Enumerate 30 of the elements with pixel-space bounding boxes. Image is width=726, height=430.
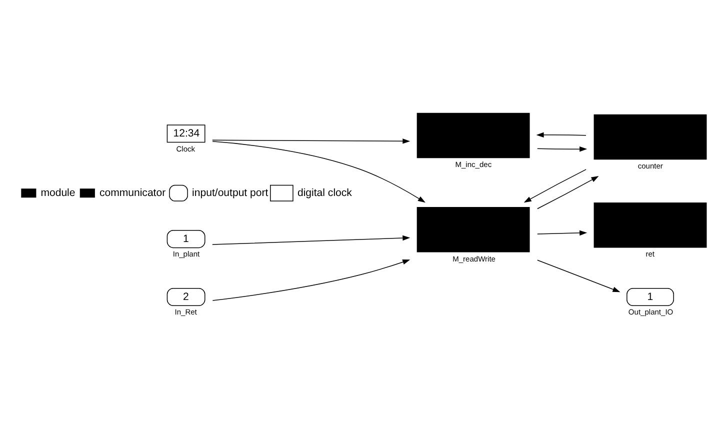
legend-label: communicator [99, 186, 166, 198]
legend-label: digital clock [297, 186, 352, 198]
arrow [212, 259, 410, 300]
node-box: 12:34 [166, 124, 206, 142]
node-box [594, 202, 707, 248]
node-box [416, 112, 530, 158]
node-box: 1 [626, 287, 674, 306]
node-label: In_plant [172, 249, 200, 258]
arrow [537, 230, 588, 236]
node-label: Clock [176, 144, 196, 153]
node-label: counter [638, 161, 663, 170]
arrow [537, 259, 620, 292]
legend-label: input/output port [192, 186, 268, 198]
node-box: 2 [166, 287, 206, 306]
legend-label: module [40, 186, 76, 198]
arrow [212, 138, 410, 144]
node-box [594, 114, 707, 160]
node-label: M_inc_dec [455, 160, 492, 169]
node-label: In_Ret [174, 307, 197, 316]
arrow [536, 132, 586, 138]
node-label: Out_plant_IO [628, 307, 674, 316]
arrow [537, 146, 588, 152]
node-box: 1 [166, 230, 206, 248]
node-label: M_readWrite [452, 254, 496, 263]
node-label: ret [646, 249, 655, 258]
node-box [416, 206, 530, 252]
arrow [524, 168, 586, 202]
arrow [537, 176, 599, 209]
arrow [212, 140, 426, 202]
arrow [212, 234, 410, 244]
